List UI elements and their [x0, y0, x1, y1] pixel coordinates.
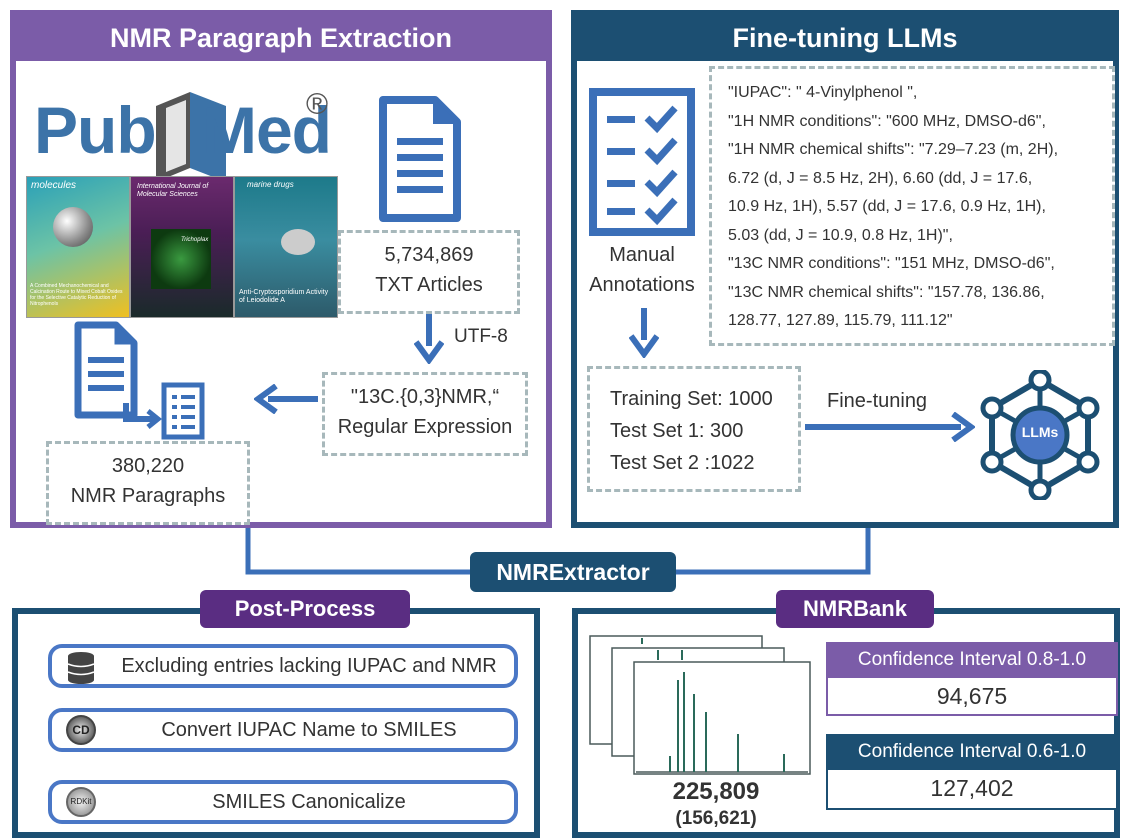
microscopy-graphic [151, 229, 211, 289]
coral-graphic [281, 229, 315, 255]
confidence-interval-1-header: Confidence Interval 0.8-1.0 [826, 642, 1118, 678]
journal-subtitle: Anti-Cryptosporidium Activity of Leiodol… [239, 289, 329, 304]
journal-cover-ijms: International Journal of Molecular Scien… [130, 176, 234, 318]
test-set-2-label: Test Set 2 :1022 [610, 452, 755, 474]
journal-title: marine drugs [247, 180, 294, 189]
paragraph-document-icon [74, 321, 205, 440]
annotation-json-lines: "IUPAC": " 4-Vinylphenol ", "1H NMR condi… [728, 79, 1112, 336]
journal-subtitle: Trichoplax [181, 237, 209, 243]
annotation-json-line: "13C NMR chemical shifts": "157.78, 136.… [728, 283, 1045, 301]
nmr-paragraphs-count: 380,220 [111, 455, 185, 477]
cd-icon: CD [66, 715, 96, 745]
regex-label: Regular Expression [337, 416, 513, 438]
confidence-interval-2-value: 127,402 [826, 770, 1118, 810]
manual-annotations-label: Manual Annotations [577, 240, 707, 300]
document-icon [379, 96, 461, 222]
post-process-step-1: Excluding entries lacking IUPAC and NMR [48, 644, 518, 688]
manual-label-line1: Manual [609, 244, 675, 266]
right-arrow-icon [805, 412, 975, 442]
manual-label-line2: Annotations [589, 274, 695, 296]
step-label: SMILES Canonicalize [212, 791, 406, 813]
txt-articles-box: 5,734,869 TXT Articles [338, 230, 520, 314]
nmrbank-title: NMRBank [776, 590, 934, 628]
annotation-json-box: "IUPAC": " 4-Vinylphenol ", "1H NMR condi… [709, 66, 1115, 346]
left-arrow-icon [254, 384, 318, 414]
down-arrow-icon [414, 314, 444, 364]
annotation-json-line: 5.03 (dd, J = 10.9, 0.8 Hz, 1H)", [728, 226, 953, 244]
nmrbank-total: 225,809 [672, 778, 760, 805]
pubmed-logo: Pub Med ® [34, 88, 334, 188]
llms-label: LLMs [1021, 424, 1059, 440]
molecule-graphic [53, 207, 93, 247]
nmr-paragraphs-box: 380,220 NMR Paragraphs [46, 441, 250, 525]
annotation-json-line: "1H NMR chemical shifts": "7.29–7.23 (m,… [728, 141, 1059, 158]
confidence-interval-2-header: Confidence Interval 0.6-1.0 [826, 734, 1118, 770]
test-set-1-label: Test Set 1: 300 [610, 420, 744, 442]
step-label: Convert IUPAC Name to SMILES [161, 719, 457, 741]
annotation-json-line: "1H NMR conditions": "600 MHz, DMSO-d6", [728, 112, 1046, 130]
annotation-json-line: "IUPAC": " 4-Vinylphenol ", [728, 84, 918, 101]
panel-title: NMR Paragraph Extraction [16, 15, 546, 61]
nmrbank-unique: (156,621) [675, 808, 757, 829]
panel-title: Fine-tuning LLMs [577, 15, 1113, 61]
nmr-paragraph-extraction-panel: NMR Paragraph Extraction Pub Med ® molec… [10, 10, 552, 528]
down-arrow-icon [629, 308, 659, 358]
checklist-icon [589, 88, 695, 236]
journal-title: International Journal of Molecular Scien… [137, 183, 209, 198]
annotation-json-line: 6.72 (d, J = 8.5 Hz, 2H), 6.60 (dd, J = … [728, 169, 1033, 187]
regex-box: "13C.{0,3}NMR,“ Regular Expression [322, 372, 528, 456]
step-label: Excluding entries lacking IUPAC and NMR [121, 655, 497, 677]
pubmed-book-icon [156, 92, 226, 182]
post-process-title: Post-Process [200, 590, 410, 628]
pubmed-logo-pub: Pub [34, 93, 157, 167]
journal-subtitle: A Combined Mechanochemical and Calcinati… [30, 283, 123, 307]
post-process-step-3: RDKit SMILES Canonicalize [48, 780, 518, 824]
regex-pattern: "13C.{0,3}NMR,“ [350, 386, 500, 408]
nmrextractor-label: NMRExtractor [470, 552, 676, 592]
nmr-spectra-icon [589, 635, 811, 775]
journal-cover-marine-drugs: marine drugs Anti-Cryptosporidium Activi… [234, 176, 338, 318]
fine-tuning-label: Fine-tuning [827, 390, 928, 412]
journal-cover-molecules: molecules A Combined Mechanochemical and… [26, 176, 130, 318]
llm-network-icon [980, 370, 1100, 500]
dataset-splits-box: Training Set: 1000 Test Set 1: 300 Test … [587, 366, 801, 492]
cd-icon-text: CD [72, 723, 90, 737]
annotation-json-line: "13C NMR conditions": "151 MHz, DMSO-d6"… [728, 255, 1055, 272]
rdkit-icon: RDKit [66, 787, 96, 817]
annotation-json-line: 10.9 Hz, 1H), 5.57 (dd, J = 17.6, 0.9 Hz… [728, 198, 1046, 215]
confidence-interval-1-value: 94,675 [826, 678, 1118, 716]
nmr-paragraphs-label: NMR Paragraphs [70, 485, 226, 507]
journal-title: molecules [31, 180, 77, 191]
registered-mark: ® [306, 88, 329, 121]
encoding-label: UTF-8 [454, 326, 508, 347]
txt-articles-label: TXT Articles [375, 274, 483, 296]
rdkit-icon-text: RDKit [70, 797, 92, 806]
post-process-step-2: CD Convert IUPAC Name to SMILES [48, 708, 518, 752]
database-icon [67, 652, 95, 684]
txt-articles-count: 5,734,869 [384, 244, 474, 266]
pubmed-logo-med: Med [202, 93, 332, 167]
fine-tuning-llms-panel: Fine-tuning LLMs Manual Annotations "IUP… [571, 10, 1119, 528]
training-set-label: Training Set: 1000 [610, 388, 773, 410]
annotation-json-line: 128.77, 127.89, 115.79, 111.12" [728, 312, 953, 329]
